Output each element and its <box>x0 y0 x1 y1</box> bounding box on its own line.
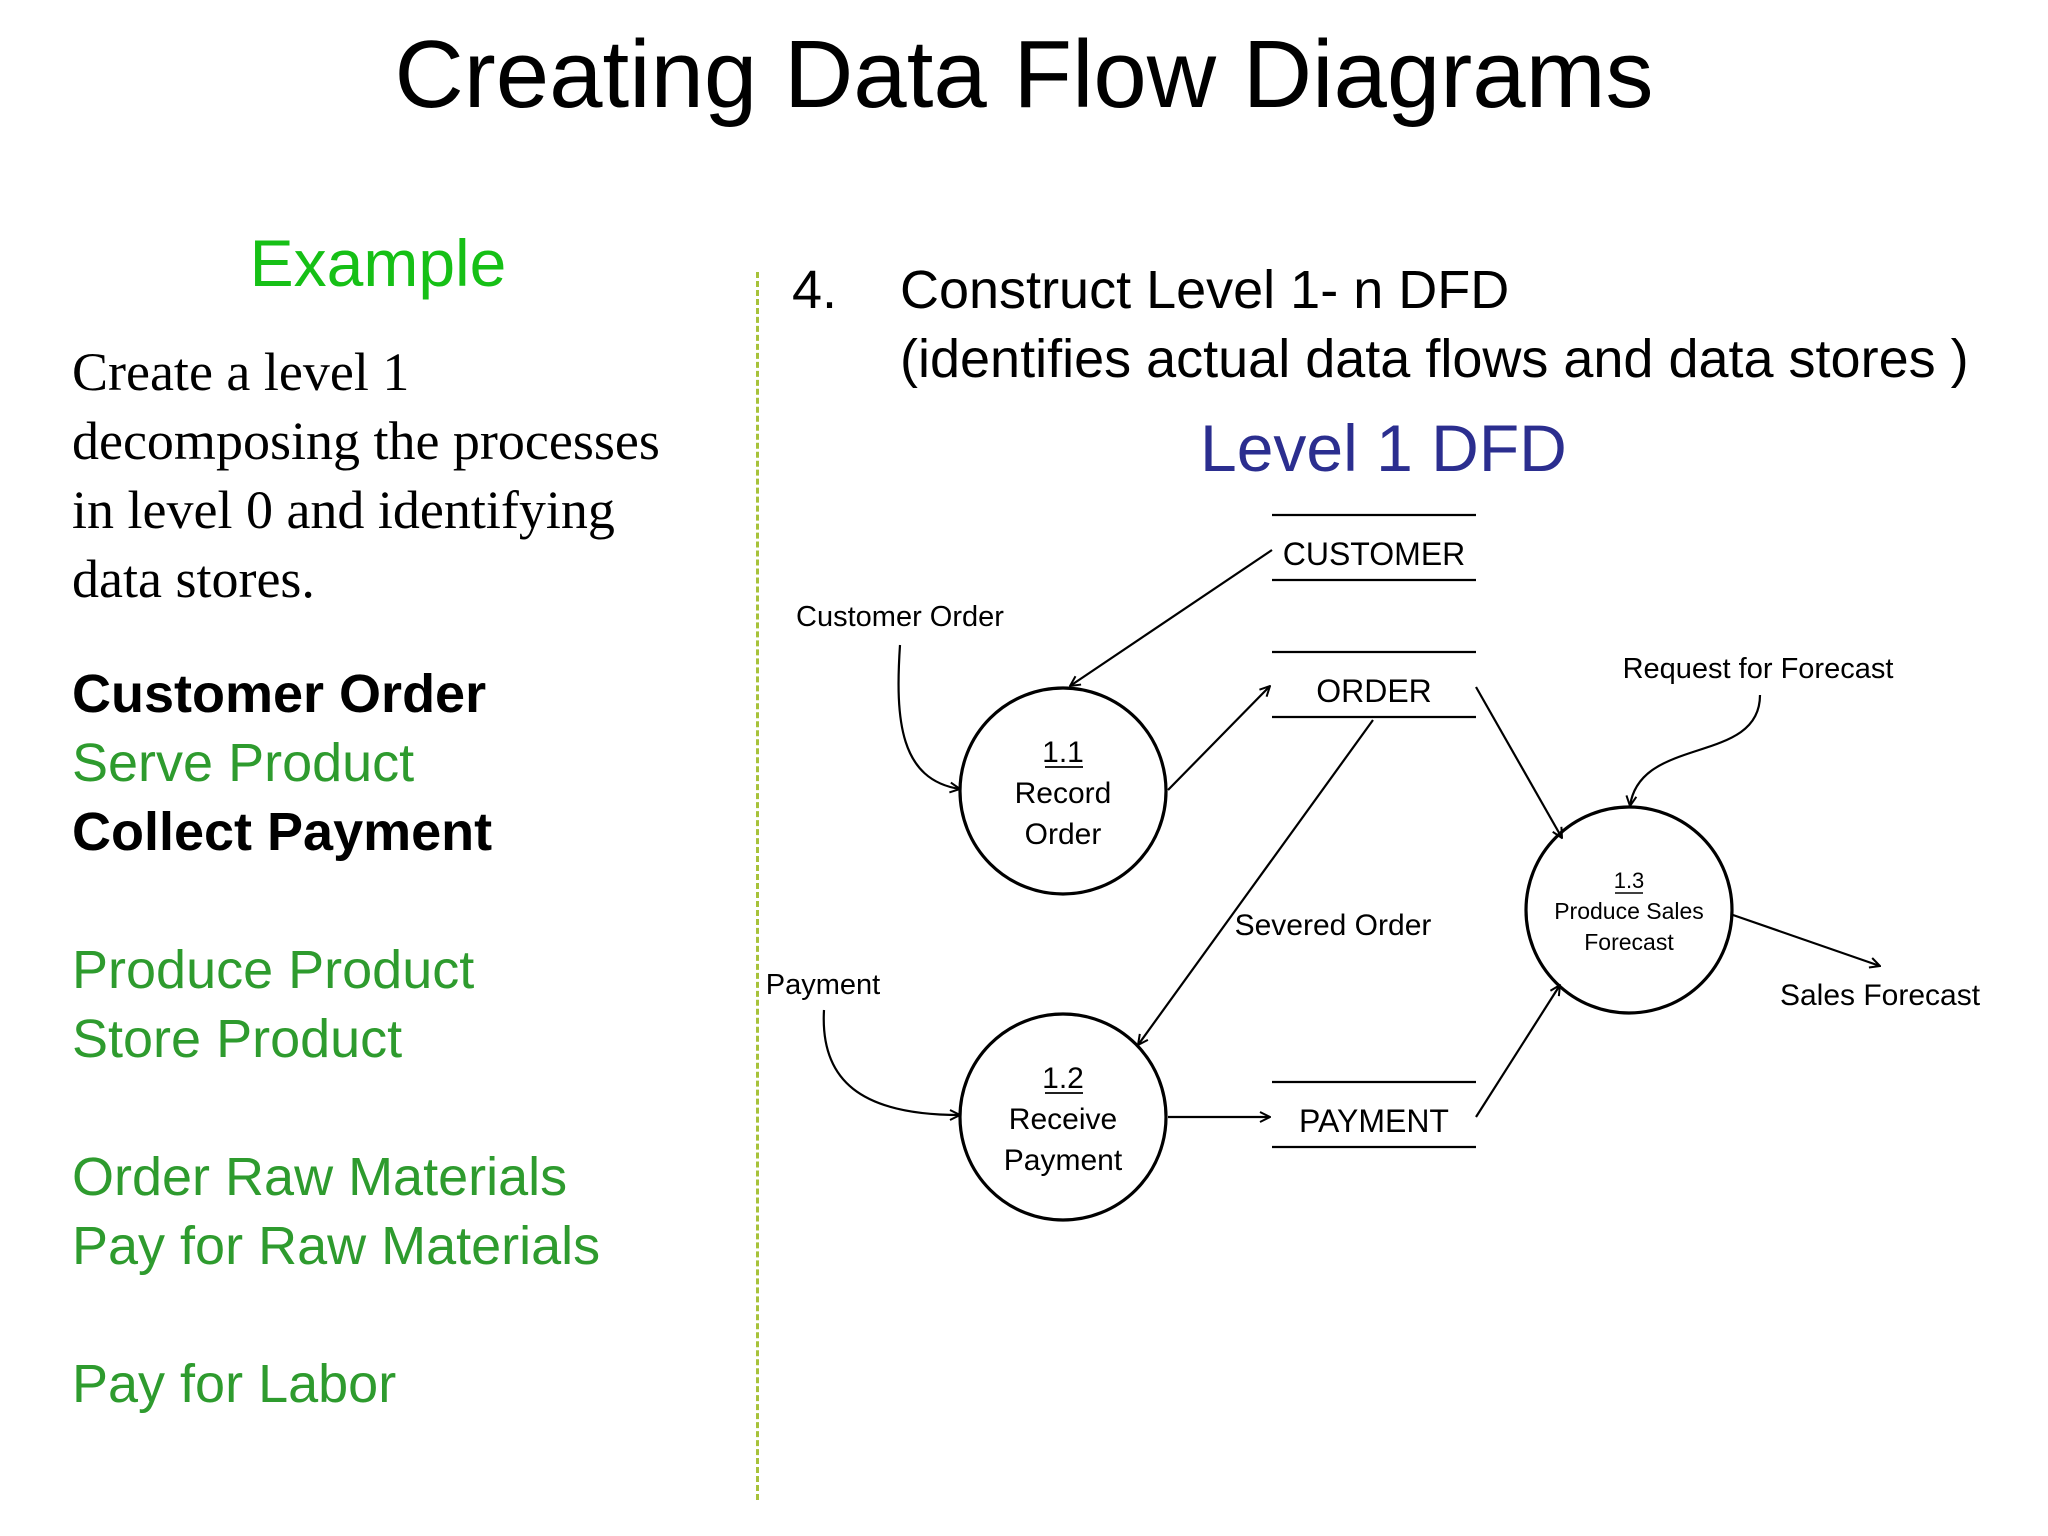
process-item-store-product: Store Product <box>72 1009 403 1069</box>
step-subheading: (identifies actual data flows and data s… <box>900 329 1969 389</box>
description-line: data stores. <box>72 549 315 609</box>
example-description: Create a level 1 decomposing the process… <box>72 338 752 614</box>
step-heading: Construct Level 1- n DFD <box>900 260 1510 320</box>
step-number: 4. <box>792 260 838 320</box>
diagram-title: Level 1 DFD <box>1200 411 1567 485</box>
store-payment <box>1272 1080 1476 1149</box>
store-customer <box>1272 513 1476 582</box>
process-name-1-1: Order <box>1025 818 1102 851</box>
flow-customer-to-record-order <box>1070 549 1273 686</box>
process-item-collect-payment: Collect Payment <box>72 802 493 862</box>
process-name-1-1: Record <box>1015 777 1112 810</box>
process-item-customer-order: Customer Order <box>72 664 487 724</box>
description-line: in level 0 and identifying <box>72 480 615 540</box>
process-item-serve-product: Serve Product <box>72 733 415 793</box>
description-line: decomposing the processes <box>72 411 660 471</box>
flow-label-payment: Payment <box>766 969 880 1001</box>
description-line: Create a level 1 <box>72 342 410 402</box>
store-order <box>1272 650 1476 719</box>
store-label-customer: CUSTOMER <box>1283 536 1466 572</box>
flow-sales-forecast <box>1732 913 1880 966</box>
process-name-1-3: Produce Sales <box>1554 898 1704 924</box>
process-id-1-3: 1.3 <box>1614 868 1645 893</box>
flow-label-customer-order: Customer Order <box>796 601 1004 633</box>
process-id-1-1: 1.1 <box>1042 736 1084 769</box>
column-divider <box>756 272 759 1500</box>
process-item-order-raw-materials: Order Raw Materials <box>72 1147 568 1207</box>
store-label-order: ORDER <box>1316 673 1432 709</box>
process-item-pay-raw-materials: Pay for Raw Materials <box>72 1216 601 1276</box>
process-list: Customer Order Serve Product Collect Pay… <box>72 660 772 1419</box>
flow-record-order-to-order <box>1167 686 1270 791</box>
flow-label-sales-forecast: Sales Forecast <box>1780 979 1981 1012</box>
flow-label-severed-order: Severed Order <box>1235 909 1432 942</box>
process-item-pay-for-labor: Pay for Labor <box>72 1354 397 1414</box>
slide-title: Creating Data Flow Diagrams <box>394 21 1654 128</box>
flow-payment-to-forecast <box>1475 985 1560 1118</box>
process-id-1-2: 1.2 <box>1042 1062 1084 1095</box>
process-item-produce-product: Produce Product <box>72 940 475 1000</box>
flow-request-for-forecast <box>1630 694 1762 806</box>
store-label-payment: PAYMENT <box>1299 1103 1449 1139</box>
flow-payment <box>822 1009 960 1115</box>
process-name-1-2: Receive <box>1009 1103 1117 1136</box>
process-name-1-3: Forecast <box>1584 929 1674 955</box>
example-heading: Example <box>249 226 507 300</box>
flow-order-to-forecast <box>1475 686 1562 838</box>
flow-customer-order <box>897 644 960 789</box>
process-name-1-2: Payment <box>1004 1144 1123 1177</box>
flow-label-request-for-forecast: Request for Forecast <box>1623 653 1894 685</box>
flow-severed-order <box>1138 719 1374 1045</box>
